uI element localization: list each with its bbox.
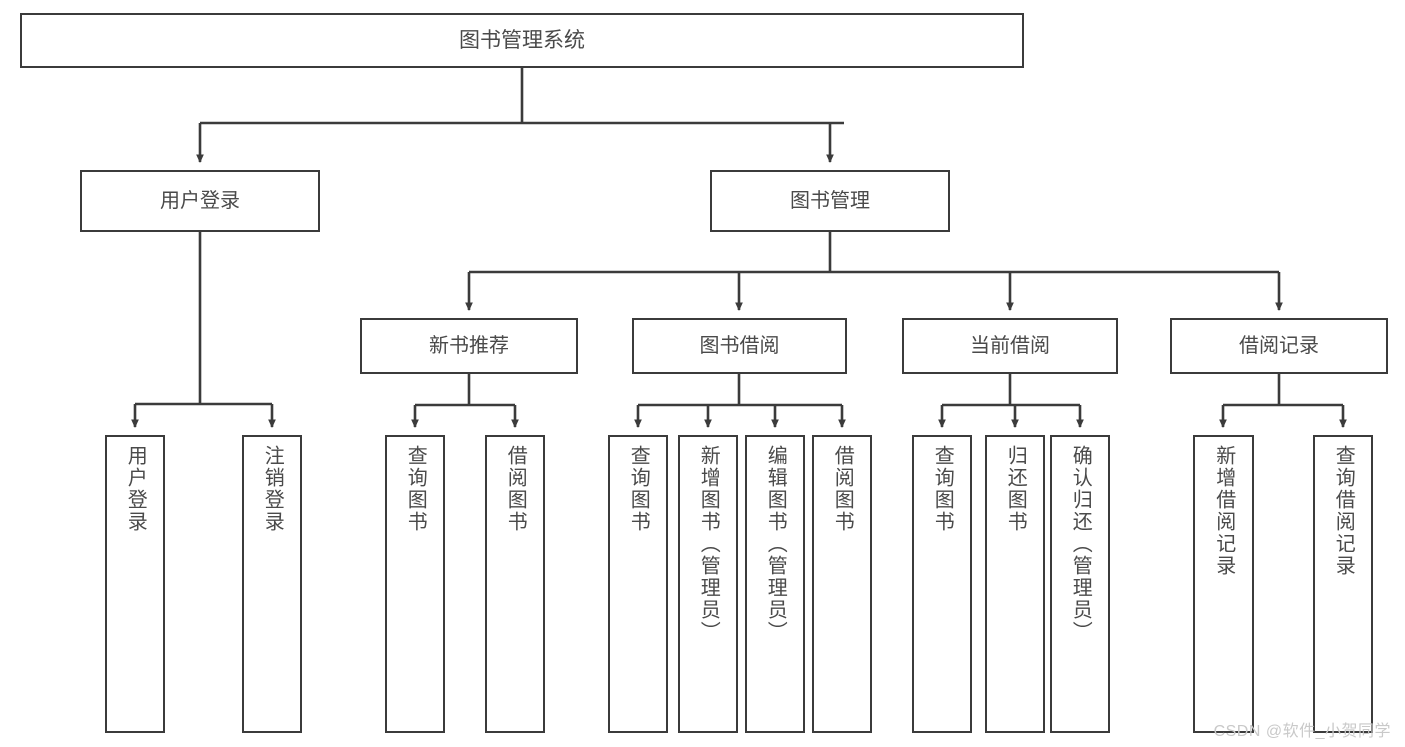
node-label: 图书借阅 bbox=[699, 334, 780, 357]
node-leaf-edit-book[interactable]: 编辑图书（管理员） bbox=[745, 435, 805, 733]
node-label: 借阅图书 bbox=[831, 445, 854, 533]
node-leaf-query-book-1[interactable]: 查询图书 bbox=[385, 435, 445, 733]
node-label: 图书管理 bbox=[790, 189, 870, 212]
node-leaf-query-book-2[interactable]: 查询图书 bbox=[608, 435, 668, 733]
node-label: 查询图书 bbox=[404, 445, 427, 533]
node-label: 借阅图书 bbox=[504, 445, 527, 533]
node-leaf-confirm-return[interactable]: 确认归还（管理员） bbox=[1050, 435, 1110, 733]
node-label: 归还图书 bbox=[1004, 445, 1027, 533]
node-user-login[interactable]: 用户登录 bbox=[80, 170, 320, 232]
node-borrow-record[interactable]: 借阅记录 bbox=[1170, 318, 1388, 374]
node-label: 当前借阅 bbox=[970, 334, 1050, 357]
node-book-borrow[interactable]: 图书借阅 bbox=[632, 318, 847, 374]
node-book-management[interactable]: 图书管理 bbox=[710, 170, 950, 232]
node-current-borrow[interactable]: 当前借阅 bbox=[902, 318, 1118, 374]
node-leaf-add-book[interactable]: 新增图书（管理员） bbox=[678, 435, 738, 733]
node-label: 新增图书（管理员） bbox=[697, 445, 720, 643]
node-leaf-add-record[interactable]: 新增借阅记录 bbox=[1193, 435, 1254, 733]
node-leaf-borrow-book-1[interactable]: 借阅图书 bbox=[485, 435, 545, 733]
node-label: 用户登录 bbox=[124, 445, 147, 533]
node-leaf-user-login[interactable]: 用户登录 bbox=[105, 435, 165, 733]
node-leaf-logout-login[interactable]: 注销登录 bbox=[242, 435, 302, 733]
node-label: 用户登录 bbox=[160, 189, 240, 212]
node-label: 新书推荐 bbox=[429, 334, 509, 357]
node-label: 图书管理系统 bbox=[459, 28, 585, 52]
node-label: 查询图书 bbox=[627, 445, 650, 533]
node-leaf-return-book[interactable]: 归还图书 bbox=[985, 435, 1045, 733]
node-leaf-query-record[interactable]: 查询借阅记录 bbox=[1313, 435, 1373, 733]
node-leaf-query-book-3[interactable]: 查询图书 bbox=[912, 435, 972, 733]
node-label: 借阅记录 bbox=[1239, 334, 1319, 357]
node-leaf-borrow-book-2[interactable]: 借阅图书 bbox=[812, 435, 872, 733]
node-new-book-recommend[interactable]: 新书推荐 bbox=[360, 318, 578, 374]
node-root-system[interactable]: 图书管理系统 bbox=[20, 13, 1024, 68]
node-label: 新增借阅记录 bbox=[1212, 445, 1235, 577]
node-label: 查询借阅记录 bbox=[1332, 445, 1355, 577]
node-label: 注销登录 bbox=[261, 445, 284, 533]
node-label: 确认归还（管理员） bbox=[1069, 445, 1092, 643]
node-label: 查询图书 bbox=[931, 445, 954, 533]
node-label: 编辑图书（管理员） bbox=[764, 445, 787, 643]
